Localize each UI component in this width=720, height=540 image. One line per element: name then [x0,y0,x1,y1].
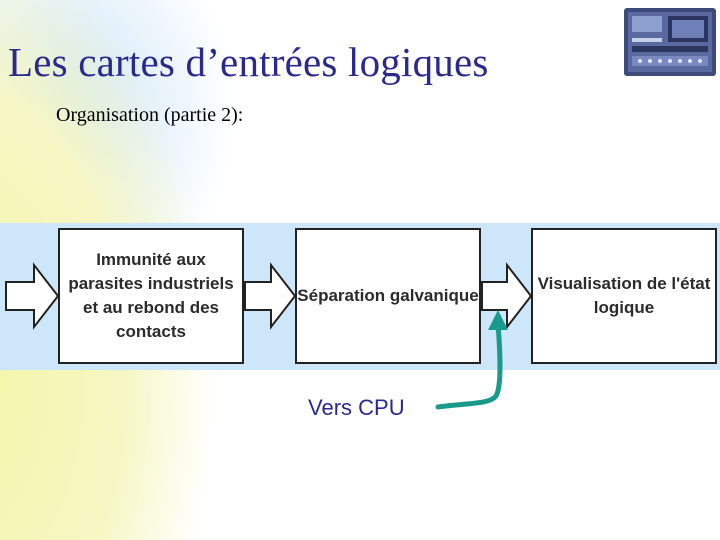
cpu-connector-arrow-icon [435,310,508,410]
box-galvanic-separation: Séparation galvanique [295,228,481,364]
box-immunity-label: Immunité aux parasites industriels et au… [68,250,234,341]
slide-title: Les cartes d’entrées logiques [8,39,489,85]
plc-module-icon [624,8,716,76]
box-galvanic-separation-label: Séparation galvanique [297,286,479,305]
box-immunity: Immunité aux parasites industriels et au… [58,228,244,364]
arrow-box1-to-box2-icon [244,262,297,330]
input-arrow-icon [5,262,60,330]
slide-subtitle: Organisation (partie 2): [56,104,244,126]
box-logic-state-display-label: Visualisation de l'état logique [537,274,711,317]
box-logic-state-display: Visualisation de l'état logique [531,228,717,364]
cpu-output-label: Vers CPU [308,395,405,420]
arrow-box2-to-box3-icon [481,262,533,330]
